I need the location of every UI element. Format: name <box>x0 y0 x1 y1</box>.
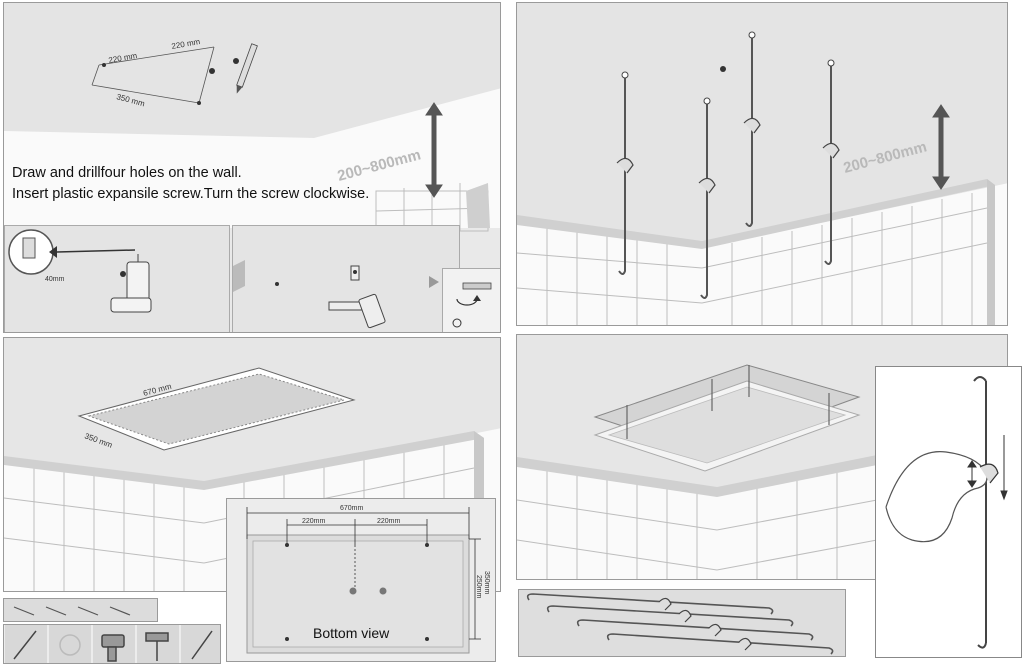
hand-hook-illustration <box>885 376 1008 649</box>
instruction-line-1: Draw and drillfour holes on the wall. <box>12 165 242 181</box>
hook-detail-panel <box>875 366 1022 658</box>
hammer-illustration <box>233 260 439 329</box>
substep-screw <box>442 268 500 332</box>
instruction-text: Draw and drillfour holes on the wall. In… <box>12 163 369 205</box>
tile-wall-left <box>517 225 703 325</box>
tile-wall-right <box>701 193 988 325</box>
hooks-illustration: 200~800mm <box>517 3 1007 325</box>
screw-illustration <box>452 282 492 328</box>
hook-rods <box>618 38 832 299</box>
bottom-side-outer-dim: 350mm <box>483 571 490 595</box>
substep-hammer <box>232 225 460 332</box>
tools-illustration <box>4 625 213 663</box>
substep-drill: 40mm <box>4 225 230 332</box>
bottom-view-label: Bottom view <box>313 625 390 641</box>
hook-rods-strip <box>518 589 846 657</box>
screws-illustration <box>13 606 131 616</box>
screwdriver-icon <box>191 630 213 660</box>
height-arrow <box>425 102 443 198</box>
dim-d-label: 40mm <box>45 276 65 283</box>
drill-illustration: 40mm <box>8 229 152 313</box>
tools-strip-panel <box>3 624 221 664</box>
step-drill-panel: 220 mm 220 mm 350 mm 200~800mm Draw and … <box>3 2 501 333</box>
hook-clips <box>616 117 840 194</box>
bottom-side-inner-dim: 250mm <box>475 575 482 599</box>
pencil-icon <box>13 630 37 660</box>
bottom-view-panel: 670mm 220mm 220mm 350mm 250mm Bottom vie… <box>226 498 496 662</box>
bottom-right-dim: 220mm <box>377 518 401 525</box>
step-drill-illustration: 220 mm 220 mm 350 mm 200~800mm <box>4 3 500 232</box>
instruction-line-2: Insert plastic expansile screw.Turn the … <box>12 186 370 202</box>
height-arrow-2 <box>932 104 950 190</box>
bottom-view-diagram: 670mm 220mm 220mm 350mm 250mm <box>246 505 490 654</box>
drill-icon <box>101 634 125 648</box>
hook-rods-illustration <box>526 593 834 655</box>
bottom-total-dim: 670mm <box>340 505 364 512</box>
bottom-left-dim: 220mm <box>302 518 326 525</box>
parts-strip-panel <box>3 598 158 622</box>
hammer-icon <box>145 632 169 642</box>
step-hooks-panel: 200~800mm <box>516 2 1008 326</box>
